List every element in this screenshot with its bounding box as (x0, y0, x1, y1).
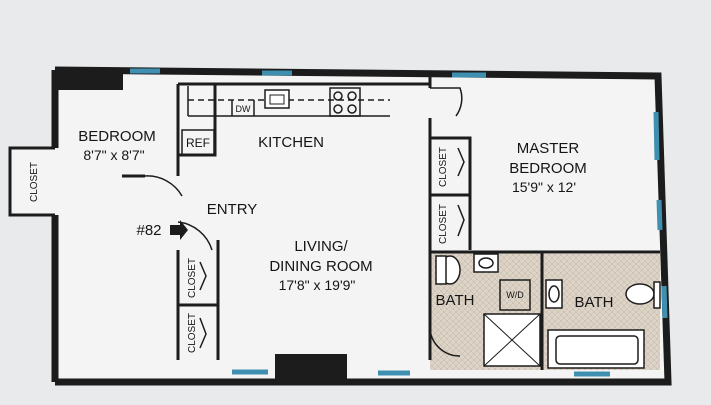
wall-pier (275, 354, 347, 382)
bedroom-size: 8'7" x 8'7" (83, 147, 144, 163)
master-label-line2: BEDROOM (509, 160, 587, 177)
closet-label: CLOSET (438, 204, 449, 244)
closet-label: CLOSET (438, 147, 449, 187)
closet-label: CLOSET (29, 162, 40, 202)
closet-label: CLOSET (187, 258, 198, 298)
dishwasher-label: DW (236, 104, 251, 114)
master-size: 15'9" x 12' (512, 179, 576, 195)
bath1-fixtures (435, 253, 541, 367)
washer-dryer-label: W/D (506, 290, 524, 300)
living-label-line1: LIVING/ (294, 238, 348, 255)
kitchen-label: KITCHEN (258, 134, 324, 151)
bath2-label: BATH (575, 294, 614, 311)
living-label-line2: DINING ROOM (269, 258, 372, 275)
stove-icon (329, 87, 361, 117)
bath1-label: BATH (436, 292, 475, 309)
closet-label: CLOSET (187, 313, 198, 353)
refrigerator-icon (181, 129, 215, 156)
wall-corner (55, 68, 123, 90)
bath2-fixtures (545, 279, 661, 369)
door-swings (144, 87, 465, 357)
master-label-line1: MASTER (517, 140, 580, 157)
interior-walls (122, 76, 660, 370)
bedroom-label: BEDROOM (78, 128, 156, 145)
refrigerator-label: REF (186, 136, 210, 150)
bedroom-bump-walls (8, 146, 55, 217)
entry-arrow-icon (170, 220, 188, 240)
windows (130, 68, 668, 377)
living-size: 17'8" x 19'9" (279, 277, 356, 293)
entry-label: ENTRY (207, 201, 258, 218)
unit-number: #82 (136, 222, 161, 239)
sink-icon (264, 89, 290, 109)
